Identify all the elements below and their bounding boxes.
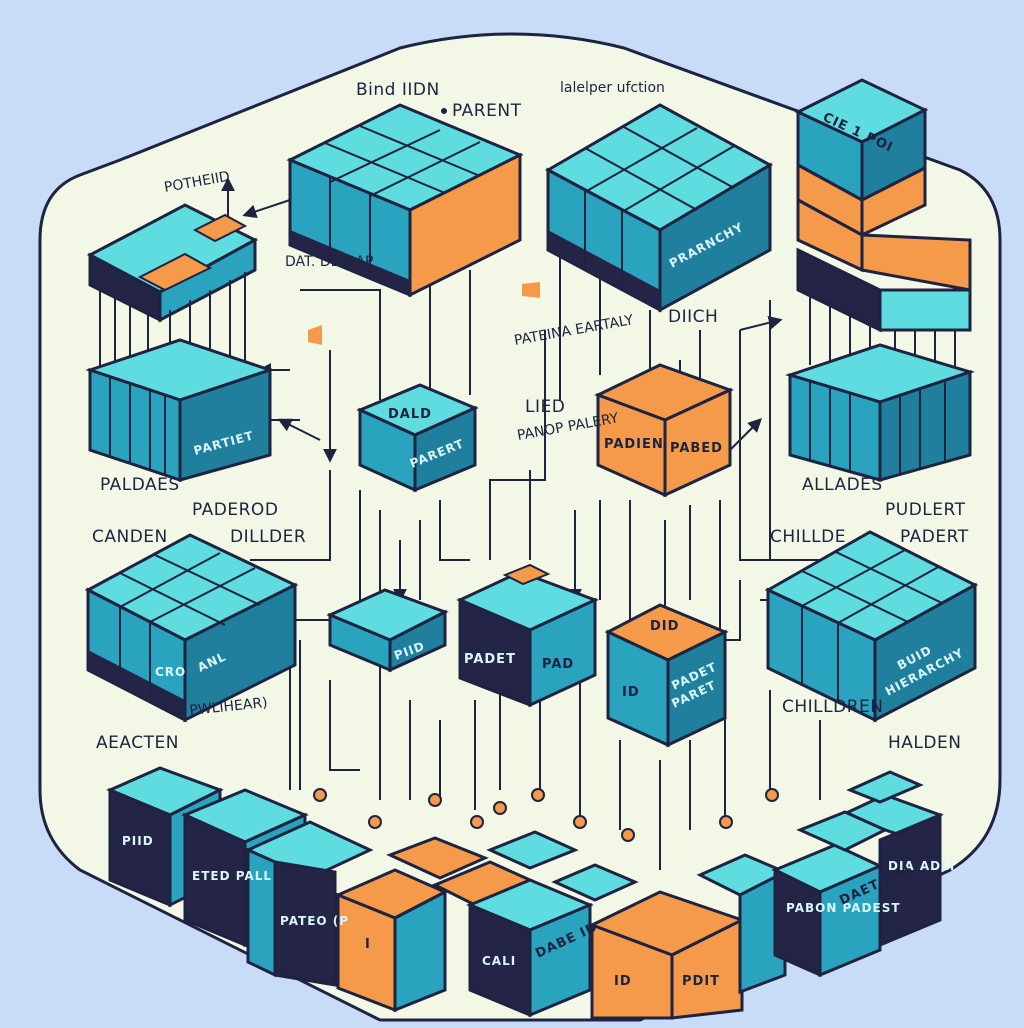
free-labels: Bind IIDN PARENT lalelper ufction POTHEI… — [92, 80, 969, 753]
label-childrren: CHILLDREN — [782, 697, 883, 717]
paden-pabed-block: PADIEN PABED — [594, 363, 734, 498]
label-parent-top: PARENT — [452, 101, 522, 121]
right-mid-bars — [785, 343, 975, 482]
label-bind-iidn: Bind IIDN — [356, 80, 440, 100]
label-helper: lalelper ufction — [560, 80, 665, 96]
cell-adnj-face-label-1: CRO — [155, 665, 186, 679]
label-padert-r: PADERT — [900, 527, 969, 547]
left-mid-bars: PARTIET — [85, 338, 275, 483]
bottom-label-piid: PIID — [122, 834, 154, 848]
padien-face-label: PADIEN — [604, 437, 664, 452]
right-lower-grid-block: BUID HIERARCHY — [764, 530, 979, 723]
label-allades: ALLADES — [802, 475, 883, 495]
padet-pad-block: PADET PAD — [456, 563, 599, 708]
pad-face-label: PAD — [542, 657, 574, 672]
padet-face-label: PADET — [464, 652, 516, 667]
label-didh: DIICH — [668, 307, 718, 327]
piid-block: PIID — [326, 588, 449, 673]
id-padet-block: DID ID PADET PARET — [604, 603, 729, 748]
label-canden: CANDEN — [92, 527, 168, 547]
dald-parert-block: DALD PARERT — [356, 383, 479, 493]
pabed-face-label: PABED — [670, 441, 723, 456]
label-lied: LIED — [525, 397, 565, 417]
top-right-stack: CIE 1 POI — [794, 78, 972, 380]
label-childe: CHILLDE — [770, 527, 846, 547]
dald-face-label: DALD — [388, 407, 432, 422]
label-pudlert: PUDLERT — [885, 500, 966, 520]
hexagon-panel — [38, 32, 1002, 1022]
bottom-label-dia-adli: DIA ADLI — [888, 859, 955, 873]
bottom-label-pabon-padest: PABON PADEST — [786, 901, 901, 915]
junction-dots — [313, 788, 779, 842]
top-left-grid-block — [86, 203, 259, 400]
label-paldaes: PALDAES — [100, 475, 180, 495]
parenchy-block: PRARNCHY — [544, 103, 774, 313]
label-padered: PADEROD — [192, 500, 278, 520]
label-data-dellap: DAT. DELLAP — [285, 254, 373, 270]
bottom-label-eted-pall: ETED PALL — [192, 869, 272, 883]
label-dillder: DILLDER — [230, 527, 306, 547]
flag-markers — [308, 282, 540, 345]
label-halden: HALDEN — [888, 733, 961, 753]
bottom-label-pdit: PDIT — [682, 974, 720, 989]
bottom-label-i: I — [365, 937, 371, 952]
bottom-label-id: ID — [614, 974, 632, 989]
top-center-grid-block — [286, 103, 524, 298]
label-aeacten: AEACTEN — [96, 733, 179, 753]
id-face-label: ID — [622, 685, 640, 700]
bottom-label-cali: CALI — [482, 954, 516, 968]
did-face-label: DID — [650, 619, 679, 634]
bottom-label-pateo: PATEO (P — [280, 914, 349, 928]
parent-dot — [441, 108, 447, 114]
bottom-row-blocks — [106, 766, 944, 1020]
left-lower-grid-block: CRO ANL — [84, 533, 299, 723]
